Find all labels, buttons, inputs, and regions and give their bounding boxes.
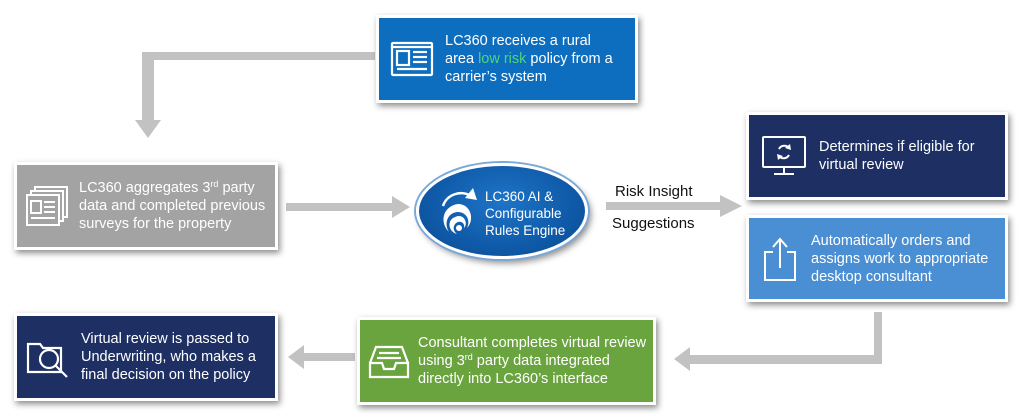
- arrow-consultant-to-underwriting: [288, 345, 355, 369]
- receive-policy-box: LC360 receives a rural area low risk pol…: [376, 15, 638, 103]
- ai-rules-engine: LC360 AI & Configurable Rules Engine: [416, 163, 588, 259]
- newspaper-icon: [379, 18, 445, 100]
- eligibility-text: Determines if eligible for virtual revie…: [819, 139, 975, 173]
- consultant-review-text: Consultant completes virtual review usin…: [418, 335, 647, 387]
- consultant-review-box: Consultant completes virtual review usin…: [357, 317, 656, 405]
- aggregate-data-text: LC360 aggregates 3rd party data and comp…: [79, 179, 266, 233]
- auto-orders-text: Automatically orders and assigns work to…: [811, 232, 989, 285]
- low-risk-highlight: low risk: [478, 51, 527, 67]
- underwriting-box: Virtual review is passed to Underwriting…: [14, 313, 278, 401]
- receive-policy-text: LC360 receives a rural area low risk pol…: [445, 33, 613, 85]
- engine-text: LC360 AI & Configurable Rules Engine: [485, 189, 566, 238]
- arrow-engine-to-eligible: [606, 195, 742, 217]
- auto-orders-box: Automatically orders and assigns work to…: [746, 215, 1008, 302]
- suggestions-label: Suggestions: [612, 215, 695, 232]
- arrow-receive-to-aggregate: [135, 52, 375, 138]
- newspaper-stack-icon: [17, 165, 79, 247]
- ai-swirl-logo-icon: [433, 184, 483, 247]
- inbox-tray-icon: [360, 320, 418, 402]
- folder-search-icon: [17, 316, 81, 398]
- eligibility-box: Determines if eligible for virtual revie…: [746, 112, 1008, 200]
- arrow-orders-to-consultant: [674, 312, 882, 371]
- aggregate-data-box: LC360 aggregates 3rd party data and comp…: [14, 162, 278, 250]
- monitor-refresh-icon: [749, 115, 819, 197]
- share-upload-icon: [749, 218, 811, 299]
- underwriting-text: Virtual review is passed to Underwriting…: [81, 331, 256, 383]
- risk-insight-label: Risk Insight: [615, 183, 693, 200]
- arrow-aggregate-to-engine: [286, 196, 410, 218]
